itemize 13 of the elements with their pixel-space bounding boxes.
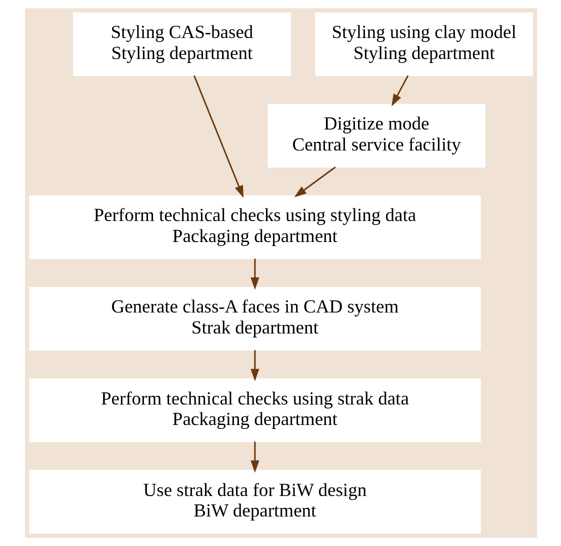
- node-box: Styling CAS-based Styling department: [72, 12, 290, 76]
- arrow: [294, 166, 336, 198]
- arrow: [391, 75, 408, 106]
- node-box: Perform technical checks using styling data Packaging department: [28, 195, 480, 260]
- node-box: Digitize mode Central service facility: [267, 104, 485, 168]
- arrow: [250, 350, 259, 382]
- node-box: Styling using clay model Styling department: [314, 12, 532, 76]
- node-box: Perform technical checks using strak data Packaging department: [28, 378, 480, 442]
- arrow: [192, 75, 244, 198]
- arrow: [250, 442, 259, 473]
- arrow: [250, 258, 259, 290]
- node-box: Generate class-A faces in CAD system Strak department: [28, 286, 480, 351]
- node-box: Use strak data for BiW design BiW department: [28, 470, 480, 534]
